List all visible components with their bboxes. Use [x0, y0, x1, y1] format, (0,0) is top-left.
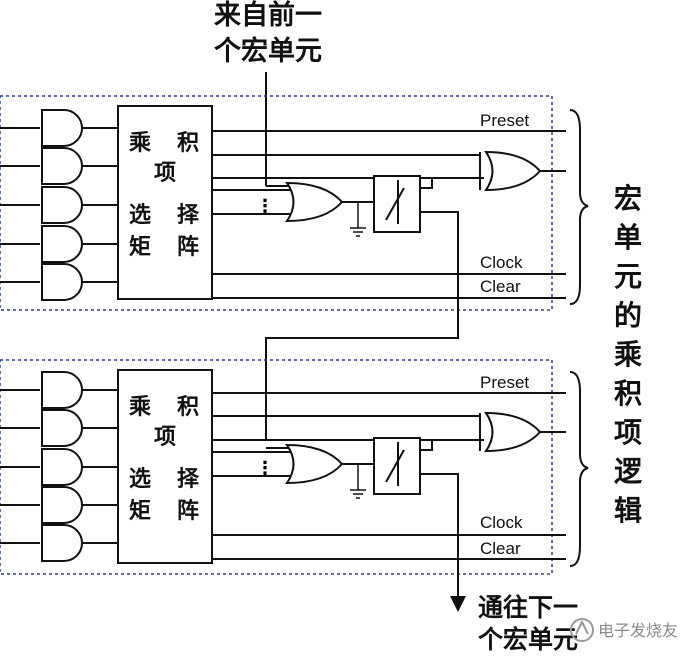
- matrix-char: 乘: [128, 395, 151, 420]
- watermark-logo-icon: [570, 618, 594, 642]
- matrix-char: 选: [129, 467, 151, 492]
- and-gate: [41, 486, 83, 524]
- side-caption-char: 积: [614, 377, 642, 410]
- product-term-matrix: [117, 369, 213, 564]
- clear-label: Clear: [480, 277, 521, 296]
- matrix-char: 积: [177, 131, 199, 156]
- matrix-char: 矩: [129, 234, 151, 260]
- side-caption-char: 元: [614, 260, 642, 293]
- top-caption-line2: 个宏单元: [214, 35, 322, 67]
- and-gate: [41, 263, 83, 301]
- and-gate: [41, 409, 83, 447]
- side-caption-char: 的: [614, 299, 642, 332]
- matrix-char: 择: [177, 202, 200, 228]
- side-caption-char: 辑: [614, 494, 642, 527]
- matrix-char: 阵: [177, 498, 199, 524]
- watermark-text: 电子发烧友: [598, 621, 678, 640]
- and-gate: [41, 147, 83, 185]
- macrocell-upper: 乘 积 项 选 择 矩 阵 ⋮: [0, 95, 589, 440]
- ground-icon: [350, 489, 366, 499]
- and-gate: [41, 225, 83, 263]
- side-caption-char: 宏: [614, 182, 642, 215]
- side-caption: 宏 单 元 的 乘 积 项 逻 辑: [614, 182, 643, 527]
- output-wire: [420, 473, 459, 596]
- and-gate: [41, 186, 83, 224]
- side-caption-char: 逻: [614, 455, 643, 488]
- matrix-char: 项: [154, 425, 176, 450]
- matrix-char: 选: [129, 203, 151, 228]
- clear-label: Clear: [480, 539, 521, 558]
- macrocell-lower: 乘 积 项 选 择 矩 阵 ⋮: [0, 359, 589, 612]
- upper-brace: [569, 109, 589, 305]
- bottom-caption-line2: 个宏单元: [478, 625, 578, 654]
- or-gate: [285, 181, 344, 223]
- xor-gate: [484, 150, 542, 192]
- arrow-down-icon: [450, 596, 466, 612]
- xor-gate: [484, 411, 542, 453]
- more-terms-dots: ⋮: [256, 458, 274, 479]
- side-caption-char: 项: [614, 416, 642, 449]
- product-term-matrix: [117, 105, 213, 300]
- matrix-char: 项: [154, 161, 176, 186]
- and-gate: [41, 371, 83, 409]
- and-gate: [41, 524, 83, 562]
- side-caption-char: 乘: [614, 338, 642, 371]
- preset-label: Preset: [480, 111, 529, 130]
- or-gate: [285, 443, 344, 485]
- and-gate: [41, 448, 83, 486]
- upper-boundary: [0, 95, 553, 311]
- clock-label: Clock: [480, 253, 523, 272]
- lower-brace: [569, 371, 589, 567]
- watermark: 电子发烧友: [570, 618, 678, 642]
- preset-label: Preset: [480, 373, 529, 392]
- side-caption-char: 单: [614, 221, 642, 254]
- lower-boundary: [0, 359, 553, 575]
- matrix-char: 积: [177, 395, 199, 420]
- bottom-caption-line1: 通往下一: [478, 593, 578, 622]
- cascade-wire: [265, 211, 459, 440]
- matrix-char: 阵: [177, 234, 199, 260]
- and-gate: [41, 109, 83, 147]
- matrix-char: 择: [177, 466, 200, 492]
- matrix-char: 矩: [129, 498, 151, 524]
- ground-icon: [350, 227, 366, 237]
- more-terms-dots: ⋮: [256, 196, 274, 217]
- matrix-char: 乘: [128, 131, 151, 156]
- top-caption-line1: 来自前一: [214, 0, 322, 31]
- clock-label: Clock: [480, 513, 523, 532]
